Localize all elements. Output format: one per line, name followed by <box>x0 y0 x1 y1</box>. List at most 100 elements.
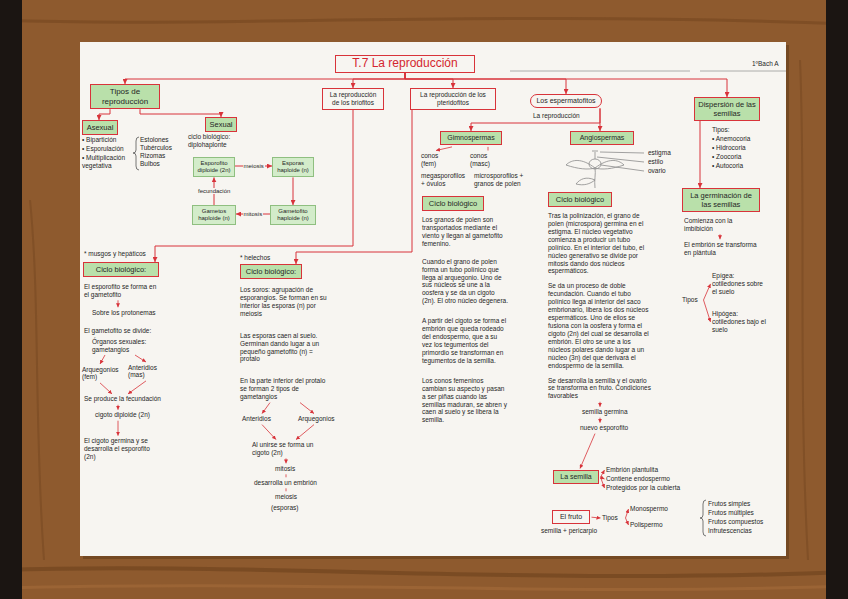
note-text: Se desarrolla la semilla y el ovario se … <box>548 377 654 401</box>
note-text: Comienza con la imbibición <box>684 217 762 233</box>
node-heading: El fruto <box>556 513 586 521</box>
leader-arrow <box>296 425 314 440</box>
edge-label: fecundación <box>197 188 231 195</box>
note-text: Cuando el grano de polen forma un tubo p… <box>422 258 508 306</box>
note-text: Protegidos por la cubierta <box>606 484 696 492</box>
node-heading: Sexual <box>209 120 233 129</box>
node-subtext: haploide (n) <box>274 215 312 222</box>
leader-arrow <box>704 300 711 322</box>
topic-box: La reproducción de los pteridofitos <box>410 88 496 110</box>
leader-arrow <box>128 381 146 394</box>
note-text: En la parte inferior del protalo se form… <box>240 377 330 401</box>
note-text: Tipos <box>682 296 702 304</box>
note-text: microsporofilos + granos de polen <box>474 172 532 188</box>
leader-arrow <box>580 434 595 469</box>
node-heading: Ciclo biológico: <box>244 267 298 276</box>
note-text: 1ºBach A <box>752 60 794 68</box>
wood-table <box>30 200 44 560</box>
connector-arrow <box>99 109 110 120</box>
node-heading: La reproducción de los pteridofitos <box>414 91 492 107</box>
note-text: Se produce la fecundación <box>84 395 174 403</box>
cycle-box: Gametofitohaploide (n) <box>270 205 316 225</box>
note-text: Frutos simples <box>708 500 768 508</box>
leader-arrow <box>286 474 287 477</box>
note-text: Los granos de polen son transportados me… <box>422 216 508 248</box>
note-text: • Anemocoria <box>712 135 762 143</box>
leader-arrow <box>626 509 629 518</box>
connector-arrow <box>471 108 600 131</box>
note-text: Monospermo <box>630 505 670 513</box>
topic-box: Los espermatofitos <box>530 94 602 108</box>
note-text: * musgos y hepáticos <box>84 250 150 258</box>
connector-arrow <box>353 73 405 88</box>
note-text: Tipos <box>602 514 624 522</box>
node-heading: Angiospermas <box>574 134 630 142</box>
flower-sketch <box>601 165 644 171</box>
connector-arrow <box>700 121 701 188</box>
connector-arrow <box>600 108 601 131</box>
dark-border <box>0 0 22 599</box>
connector-arrow <box>293 177 294 205</box>
wood-table <box>0 568 848 576</box>
connector-arrow <box>405 73 453 88</box>
wood-table <box>0 586 848 590</box>
note-text: El gametofito se divide: <box>84 327 162 335</box>
topic-box: El fruto <box>552 510 590 524</box>
note-text: Las esporas caen al suelo. Germinan dand… <box>240 332 330 364</box>
highlight-box: Angiospermas <box>570 131 634 145</box>
highlight-box: Ciclo biológico <box>548 192 612 207</box>
node-heading: La reproducción de los briofitos <box>326 91 380 107</box>
node-subtext: diploide (2n) <box>197 167 231 174</box>
note-text: mitosis <box>275 465 315 473</box>
leader-arrow <box>600 402 601 407</box>
title-box: T.7 La reproducción <box>335 55 475 73</box>
note-text: conos (masc) <box>470 152 502 168</box>
note-text: Órganos sexuales: gametangios <box>92 338 158 354</box>
flower-sketch <box>594 168 596 188</box>
name-line <box>510 71 690 72</box>
note-text: conos (fem) <box>421 152 451 168</box>
flower-sketch <box>600 152 644 153</box>
note-text: El cigoto germina y se desarrolla el esp… <box>84 437 162 461</box>
cycle-box: Esporofitodiploide (2n) <box>193 157 235 177</box>
leader-arrow <box>300 403 314 414</box>
note-text: Frutos múltiples <box>708 509 768 517</box>
note-text: Tras la polinización, el grano de polen … <box>548 212 654 275</box>
leader-arrow <box>262 425 276 440</box>
highlight-box: Dispersión de las semillas <box>694 97 760 121</box>
leader-arrow <box>488 147 489 151</box>
flower-sketch <box>576 178 595 185</box>
note-text: Tipos: <box>712 126 756 134</box>
connector-arrow <box>140 109 221 117</box>
leader-arrow <box>600 418 601 423</box>
node-heading: La semilla <box>557 473 595 481</box>
node-heading: Esporas <box>276 160 310 167</box>
edge-label: meiosis <box>243 163 265 170</box>
note-text: ovario <box>648 167 682 175</box>
leader-arrow <box>286 458 287 463</box>
node-heading: Gametos <box>196 208 232 215</box>
note-text: meiosis <box>275 493 315 501</box>
connector-arrow <box>155 110 353 262</box>
note-text: Hipógea: cotiledones bajo el suelo <box>712 310 768 334</box>
note-text: Anteridios (mas) <box>128 364 168 380</box>
note-text: Contiene endospermo <box>606 475 690 483</box>
node-heading: Ciclo biológico: <box>87 265 155 274</box>
topic-box: La reproducción de los briofitos <box>322 88 384 110</box>
name-line <box>700 71 786 72</box>
note-text: Los conos femeninos cambian su aspecto y… <box>422 377 508 425</box>
note-text: Se da un proceso de doble fecundación. C… <box>548 282 654 369</box>
note-text: semilla + pericarpio <box>541 527 611 535</box>
node-heading: Gimnospermas <box>444 134 498 142</box>
node-heading: Dispersión de las semillas <box>698 100 756 118</box>
note-text: Anteridios <box>242 415 286 423</box>
list-bracket <box>133 137 706 536</box>
cycle-box: Esporashaploide (n) <box>272 157 314 177</box>
flower-sketch <box>589 159 601 169</box>
leader-arrow <box>601 477 605 488</box>
node-heading: Ciclo biológico <box>426 199 480 208</box>
name-line <box>510 71 786 72</box>
